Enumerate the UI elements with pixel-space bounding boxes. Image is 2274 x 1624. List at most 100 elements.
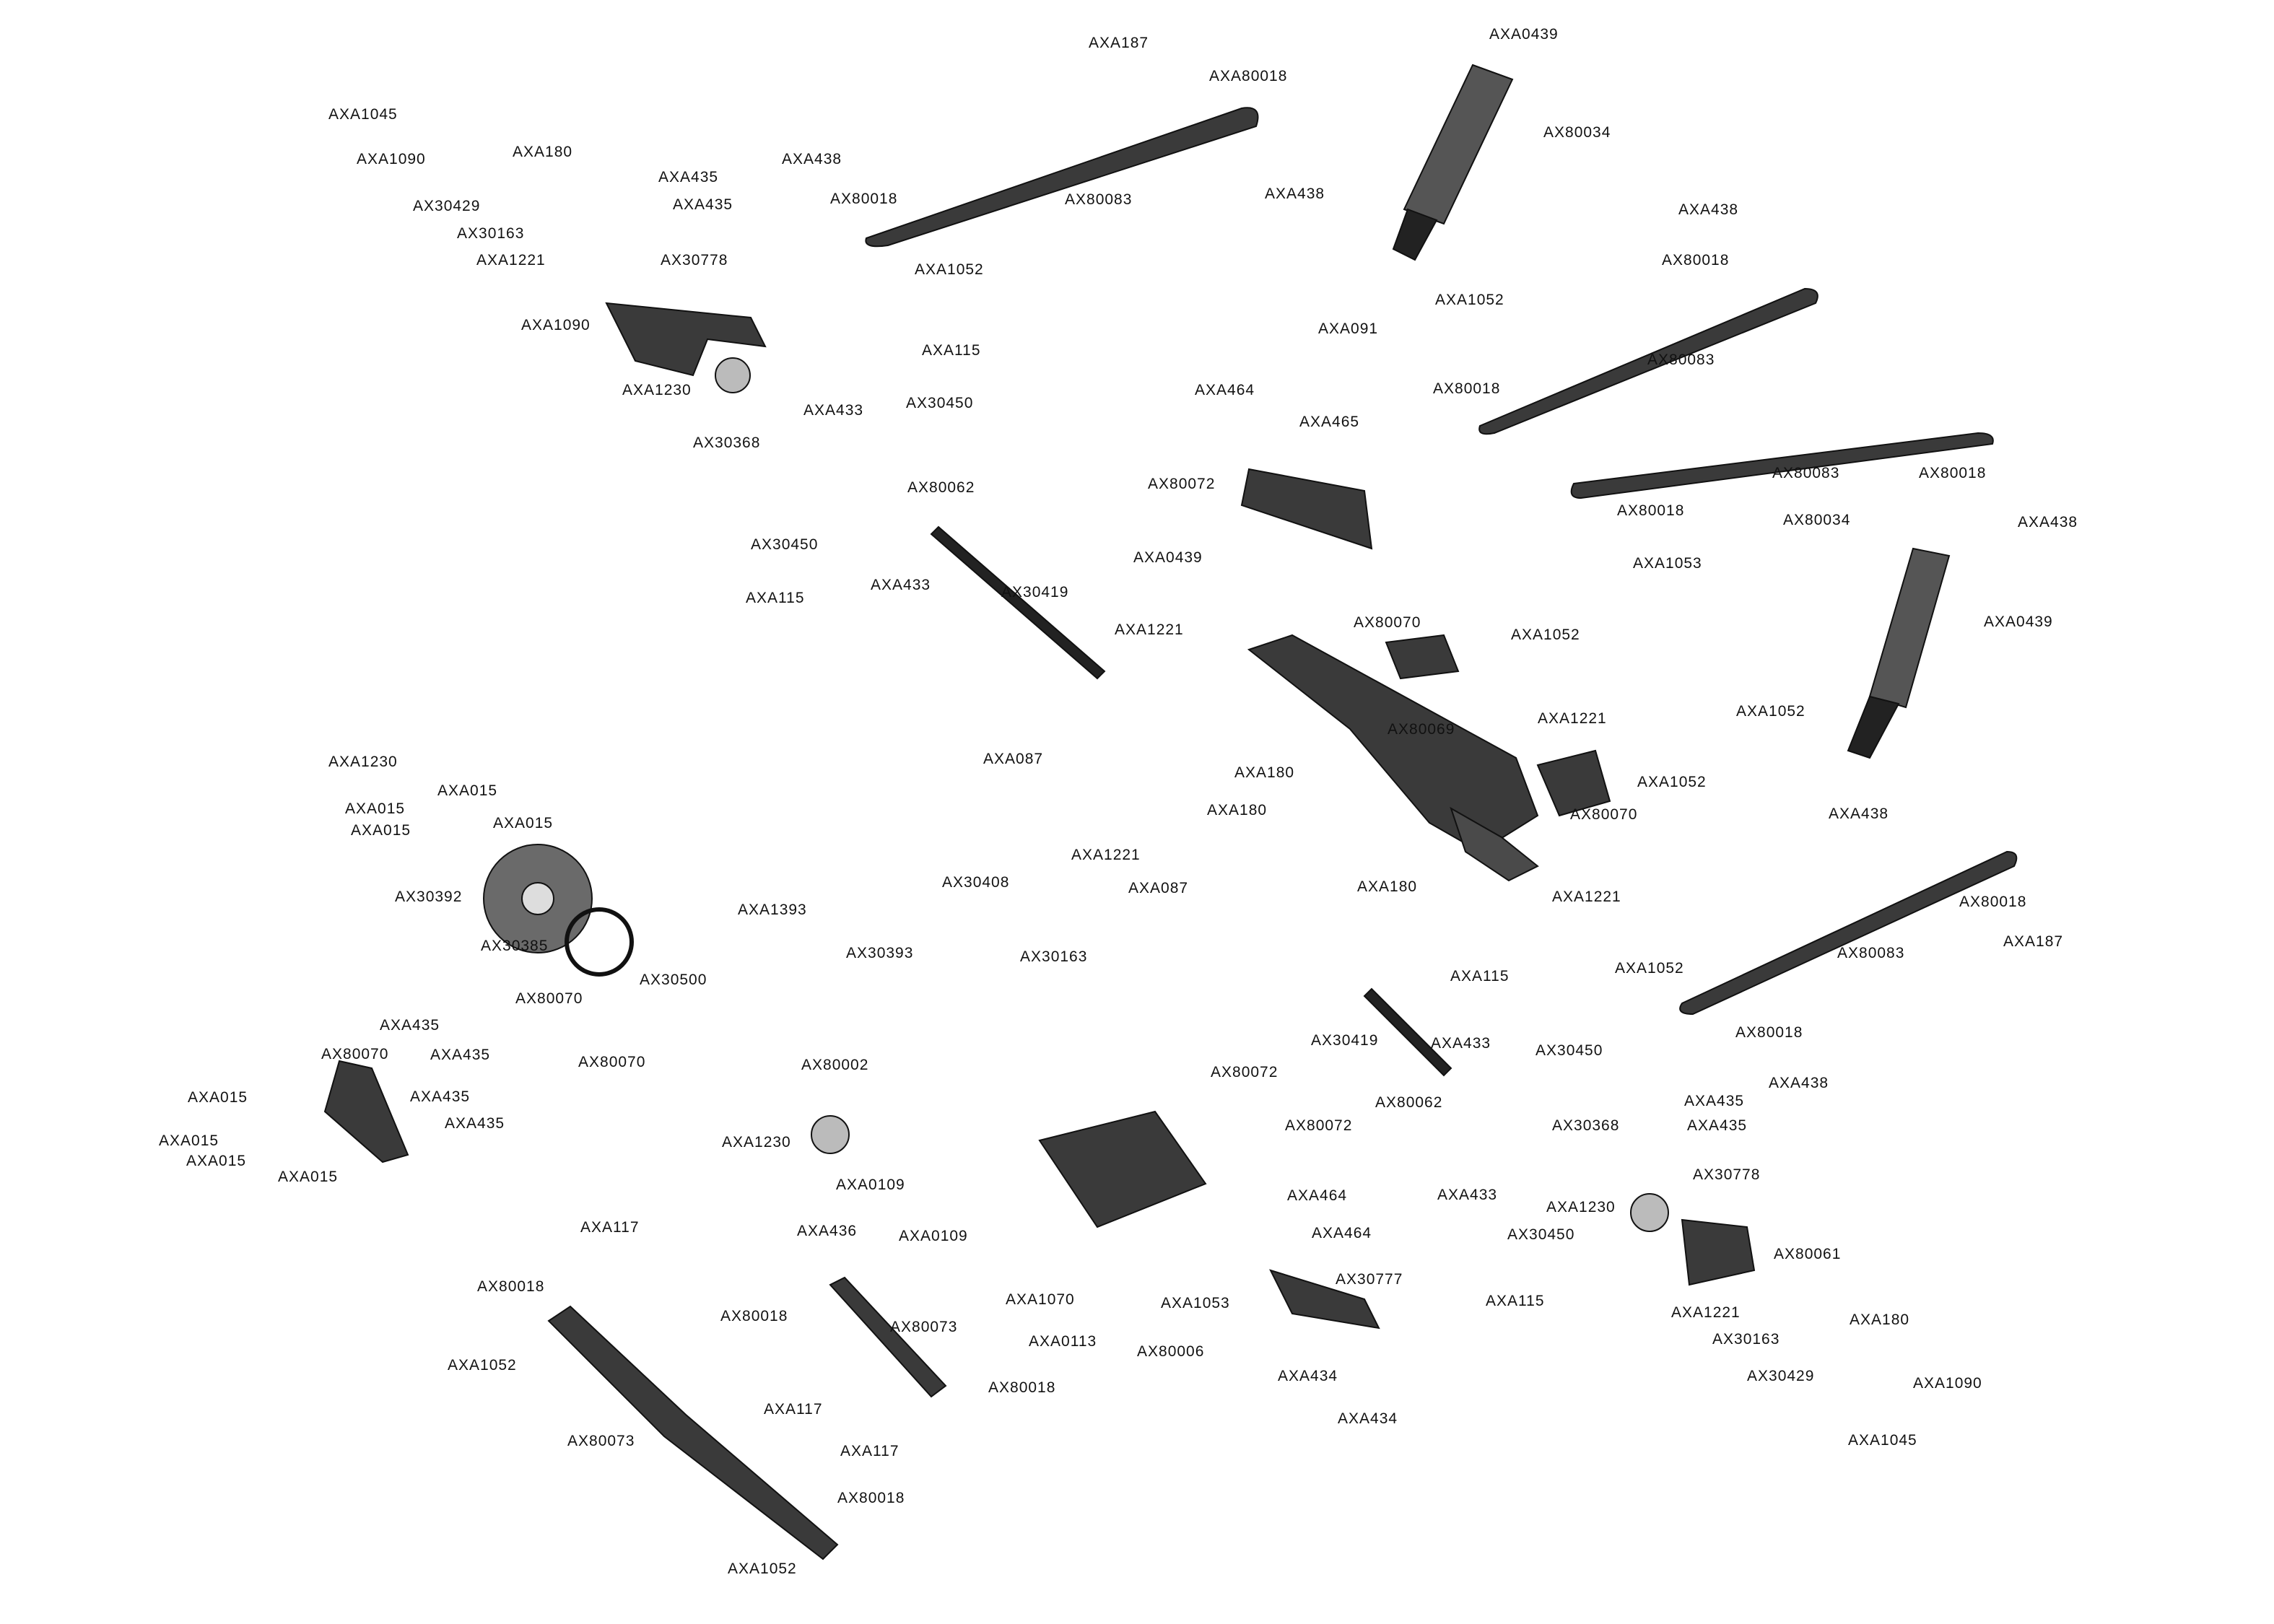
part-label: AX30429 — [1747, 1368, 1815, 1384]
part-label: AXA015 — [351, 822, 411, 839]
part-label: AX80070 — [1570, 806, 1638, 823]
part-label: AXA1221 — [1552, 889, 1621, 905]
part-label: AXA1221 — [1115, 621, 1184, 638]
part-label: AXA1230 — [328, 754, 398, 770]
part-label: AXA1045 — [328, 106, 398, 123]
part-label: AXA1221 — [1538, 710, 1607, 727]
part-label: AXA117 — [840, 1443, 899, 1459]
knuckle-lower-right — [1681, 1218, 1756, 1286]
part-label: AXA1090 — [1913, 1375, 1982, 1392]
part-label: AXA435 — [380, 1017, 440, 1034]
part-label: AXA435 — [1684, 1093, 1745, 1109]
part-label: AXA464 — [1312, 1225, 1372, 1241]
part-label: AX30419 — [1311, 1032, 1379, 1049]
part-label: AX80083 — [1772, 465, 1840, 481]
part-label: AXA1052 — [1736, 703, 1805, 720]
part-label: AXA115 — [922, 342, 981, 359]
part-label: AX80072 — [1211, 1064, 1278, 1081]
part-label: AX30450 — [1507, 1226, 1575, 1243]
part-label: AXA464 — [1195, 382, 1255, 398]
part-label: AXA1053 — [1633, 555, 1702, 572]
part-label: AX80070 — [578, 1054, 646, 1070]
part-label: AXA117 — [764, 1401, 823, 1418]
part-label: AX80018 — [830, 191, 898, 207]
part-label: AX80034 — [1543, 124, 1611, 141]
part-label: AX80018 — [477, 1278, 545, 1295]
part-label: AX80083 — [1647, 352, 1715, 368]
part-label: AX80018 — [988, 1379, 1056, 1396]
part-label: AXA180 — [1234, 764, 1295, 781]
part-label: AXA115 — [1450, 968, 1510, 985]
part-label: AX80018 — [1735, 1024, 1803, 1041]
part-label: AXA015 — [278, 1169, 339, 1185]
part-label: AX30450 — [751, 536, 819, 553]
servo-mount — [1240, 468, 1373, 550]
part-label: AX80069 — [1388, 721, 1455, 738]
part-label: AX80018 — [1919, 465, 1987, 481]
upper-link-right-1 — [1478, 287, 1818, 435]
part-label: AXA435 — [673, 196, 733, 213]
part-label: AX80034 — [1783, 512, 1851, 528]
part-label: AXA434 — [1338, 1410, 1398, 1427]
axle-housing — [1247, 634, 1539, 853]
part-label: AXA015 — [437, 782, 498, 799]
part-label: AXA1090 — [521, 317, 591, 333]
part-label: AXA1230 — [1546, 1199, 1616, 1215]
part-label: AXA433 — [871, 577, 931, 593]
chassis-plate — [1269, 1269, 1380, 1330]
part-label: AX30163 — [457, 225, 525, 242]
servo — [1038, 1110, 1207, 1228]
part-label: AXA180 — [513, 144, 573, 160]
lower-link-middle — [829, 1276, 947, 1398]
part-label: AXA117 — [580, 1219, 640, 1236]
part-label: AX30419 — [1001, 584, 1069, 601]
part-label: AXA1090 — [357, 151, 426, 167]
part-label: AX30368 — [693, 435, 761, 451]
part-label: AXA1070 — [1006, 1291, 1075, 1308]
part-label: AXA015 — [345, 800, 406, 817]
part-label: AXA435 — [410, 1088, 471, 1105]
upper-link-right-2 — [1570, 432, 1994, 499]
part-label: AX30777 — [1336, 1271, 1403, 1288]
part-label: AX30450 — [906, 395, 974, 411]
part-label: AXA015 — [188, 1089, 248, 1106]
mount-top — [1385, 634, 1460, 680]
part-label: AXA433 — [803, 402, 864, 419]
part-label: AX80006 — [1137, 1343, 1205, 1360]
part-label: AX80018 — [1617, 502, 1685, 519]
part-label: AXA1221 — [1071, 847, 1141, 863]
part-label: AXA1052 — [915, 261, 984, 278]
part-label: AXA087 — [983, 751, 1044, 767]
part-label: AXA115 — [1486, 1293, 1545, 1309]
part-label: AXA438 — [1829, 806, 1889, 822]
part-label: AXA0439 — [1133, 549, 1203, 566]
part-label: AXA1393 — [738, 902, 807, 918]
part-label: AXA0113 — [1029, 1333, 1097, 1350]
diff-cover — [323, 1060, 409, 1164]
bearing-seal-1 — [715, 357, 751, 393]
part-label: AX80083 — [1065, 191, 1133, 208]
part-label: AXA1045 — [1848, 1432, 1917, 1449]
part-label: AX30429 — [413, 198, 481, 214]
part-label: AX80018 — [1662, 252, 1730, 269]
drive-shaft-lower — [1363, 987, 1452, 1077]
part-label: AXA015 — [186, 1153, 247, 1169]
part-label: AX30778 — [1693, 1166, 1761, 1183]
part-label: AXA1052 — [448, 1357, 517, 1374]
part-label: AXA438 — [1265, 185, 1325, 202]
part-label: AXA187 — [1089, 35, 1149, 51]
part-label: AXA1052 — [1637, 774, 1707, 790]
part-label: AXA1230 — [622, 382, 692, 398]
part-label: AXA0439 — [1489, 26, 1559, 43]
part-label: AXA438 — [1678, 201, 1739, 218]
part-label: AXA015 — [159, 1132, 219, 1149]
part-label: AXA1052 — [1511, 627, 1580, 643]
part-label: AX80083 — [1837, 945, 1905, 961]
part-label: AX80070 — [1354, 614, 1421, 631]
part-label: AX80018 — [1959, 894, 2027, 910]
part-label: AX30163 — [1712, 1331, 1780, 1348]
part-label: AXA1221 — [1671, 1304, 1741, 1321]
part-label: AXA1230 — [722, 1134, 791, 1151]
part-label: AXA438 — [1769, 1075, 1829, 1091]
part-label: AXA438 — [782, 151, 842, 167]
